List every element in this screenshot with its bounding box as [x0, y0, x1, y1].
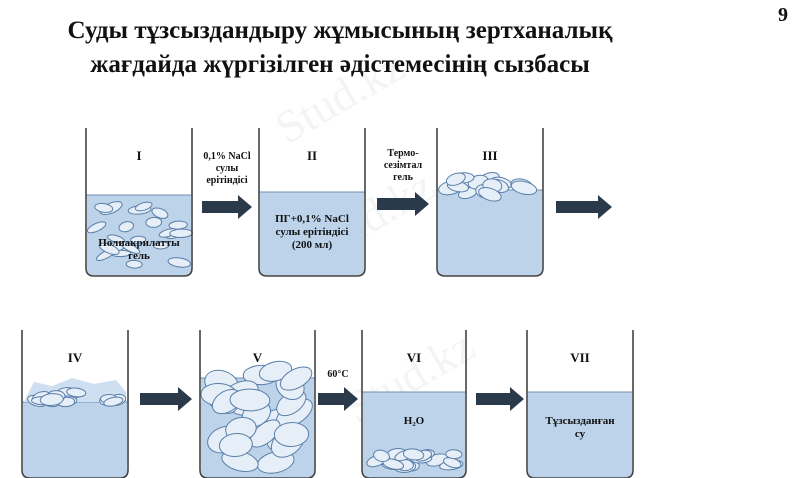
arrow-a6	[476, 387, 524, 411]
arrow-shape	[476, 387, 524, 411]
beaker-text: Тұзсызданған	[545, 415, 615, 427]
beaker-text: ПГ+0,1% NaCl	[275, 213, 349, 225]
title-line-2: жағдайда жүргізілген әдістемесінің сызба…	[90, 51, 590, 78]
beaker-outline	[21, 330, 129, 478]
gel-pellet	[402, 448, 425, 461]
page-title: Суды тұзсыздандыру жұмысының зертханалық…	[0, 14, 680, 82]
gel-pellet	[39, 393, 64, 406]
water-bottom	[528, 470, 632, 478]
beaker-outline	[526, 330, 634, 478]
gel-pellet	[103, 396, 124, 407]
water	[260, 192, 364, 270]
gel-pellet	[94, 202, 114, 213]
gel-pellet	[151, 207, 169, 219]
gel-pellet	[145, 216, 163, 228]
gel-pellet	[125, 259, 143, 269]
beaker-IV: IV	[21, 330, 129, 478]
beaker-outline	[361, 330, 467, 478]
water-bottom	[438, 268, 542, 276]
gel-pellet	[279, 366, 313, 391]
beaker-text: сулы ерітіндісі	[276, 226, 349, 238]
arrow-shape	[556, 195, 612, 219]
arrow-shape	[377, 192, 429, 216]
beaker-outline	[85, 128, 193, 277]
beaker-outline	[436, 128, 544, 277]
arrow-a3	[556, 195, 612, 219]
arrow-label: гель	[393, 172, 413, 183]
arrow-shape	[140, 387, 192, 411]
water-bottom	[87, 268, 191, 276]
gel-pellet	[218, 432, 253, 458]
arrow-label: сезімтал	[384, 160, 423, 171]
gel-pellet	[445, 172, 466, 186]
gel-pellet	[478, 187, 502, 202]
arrow-label: Термо-	[387, 148, 418, 159]
gel-pellet	[86, 221, 107, 234]
gel-pellet	[118, 221, 134, 233]
arrow-label: ерітіндісі	[206, 175, 248, 186]
arrow-label: 60°C	[327, 369, 348, 380]
gel-pellet	[119, 241, 140, 254]
gel-pellet	[167, 257, 191, 268]
title-line-1: Суды тұзсыздандыру жұмысының зертханалық	[67, 17, 613, 44]
arrow-shape	[318, 387, 358, 411]
beaker-outline	[258, 128, 366, 277]
beaker-text: Полиакрилатты	[98, 237, 180, 249]
gel-pellet	[445, 449, 463, 460]
gel-pellet	[66, 387, 87, 398]
arrow-a4	[140, 387, 192, 411]
gel-pellet	[273, 422, 310, 447]
arrow-label: сулы	[216, 163, 239, 174]
gel-pellet	[373, 449, 390, 463]
beaker-text: су	[575, 428, 586, 440]
gel-pellet	[130, 235, 147, 244]
beaker-VI: VI H₂O	[361, 330, 467, 478]
beaker-text: H₂O	[404, 415, 425, 427]
page-number: 9	[778, 4, 788, 26]
water-bottom	[260, 268, 364, 276]
water-bottom	[201, 470, 314, 478]
water-bottom	[23, 470, 127, 478]
water	[528, 392, 632, 472]
gel-pellet	[134, 201, 153, 212]
beaker-text: (200 мл)	[292, 239, 333, 251]
beaker-outline	[199, 330, 316, 478]
gel-pellet	[153, 241, 170, 250]
water	[438, 190, 542, 270]
beaker-label: III	[482, 148, 497, 163]
gel-pellet	[510, 180, 538, 196]
beaker-V: V	[199, 330, 316, 478]
arrow-shape	[202, 195, 252, 219]
beaker-label: II	[307, 148, 317, 163]
water-bottom	[363, 470, 465, 478]
beaker-label: VI	[407, 350, 421, 365]
beaker-label: VII	[570, 350, 590, 365]
gel-pellet	[98, 242, 120, 255]
beaker-III: III	[436, 128, 544, 277]
beaker-label: IV	[68, 350, 83, 365]
beaker-text: гель	[128, 250, 150, 262]
arrow-label: 0,1% NaCl	[203, 151, 250, 162]
gel-pellet	[229, 388, 271, 412]
arrow-a5: 60°C	[318, 369, 358, 411]
beaker-label: V	[253, 350, 263, 365]
beaker-label: I	[136, 148, 141, 163]
water	[23, 402, 127, 472]
